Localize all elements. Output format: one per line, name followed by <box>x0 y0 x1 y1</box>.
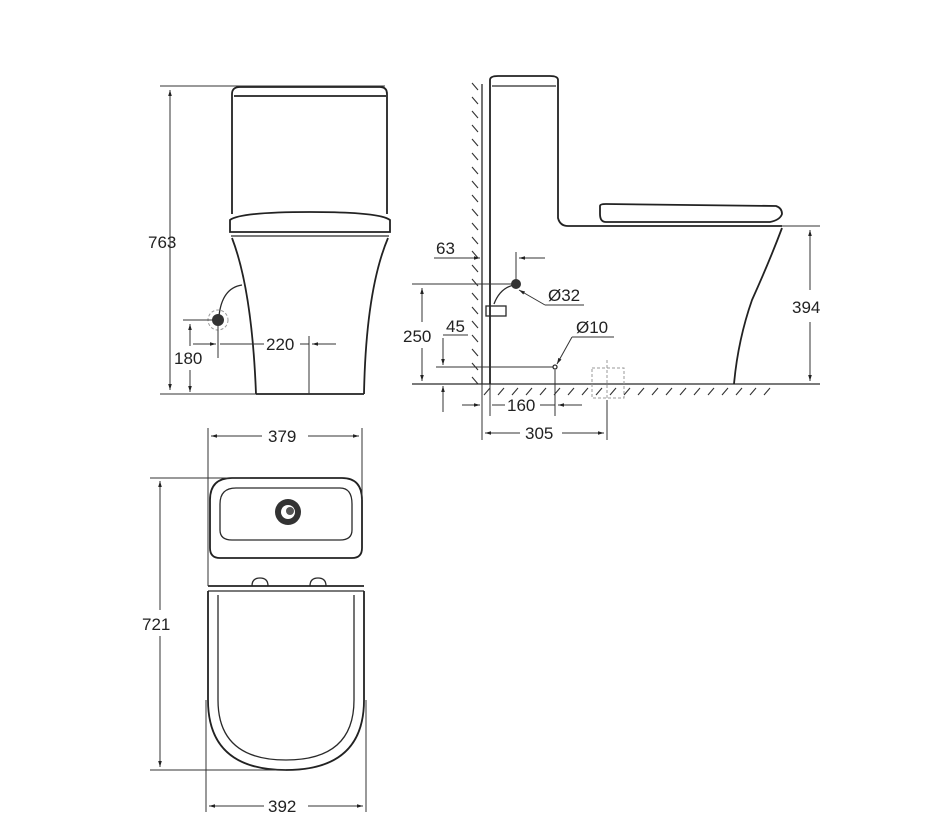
dim-inlet-offset: 220 <box>266 335 294 354</box>
dim-inlet-diameter: Ø32 <box>548 286 580 305</box>
dim-seat-height: 394 <box>792 298 820 317</box>
hinge-right <box>309 577 327 587</box>
side-view: 63 Ø32 250 45 Ø10 160 305 <box>403 75 820 443</box>
front-view: 763 180 220 <box>148 85 391 395</box>
front-tank <box>231 86 388 214</box>
dim-inlet-from-wall: 63 <box>436 239 455 258</box>
hinge-left <box>251 577 269 587</box>
small-inlet-point <box>552 364 558 370</box>
top-tank <box>209 477 363 559</box>
top-view: 379 721 392 <box>142 427 367 816</box>
side-bowl-curve <box>733 227 783 385</box>
dim-overall-height: 763 <box>148 233 176 252</box>
dim-overall-depth: 721 <box>142 615 170 634</box>
dim-tank-width: 379 <box>268 427 296 446</box>
dim-small-inlet-from-wall: 160 <box>507 396 535 415</box>
side-seat-lid <box>599 203 783 223</box>
dim-bowl-width: 392 <box>268 797 296 816</box>
drain-outline <box>591 367 625 399</box>
floor-hatch <box>483 387 771 396</box>
dim-valve-height: 250 <box>403 327 431 346</box>
front-pedestal <box>231 237 389 395</box>
dim-inlet-height: 180 <box>174 349 202 368</box>
side-supply-hose <box>493 284 515 305</box>
front-supply-hose <box>218 284 243 317</box>
top-seat-lid <box>217 595 355 761</box>
dim-rough-in: 305 <box>525 424 553 443</box>
side-tank <box>489 75 782 384</box>
front-valve <box>212 314 224 326</box>
top-bowl <box>207 591 365 771</box>
dim-small-inlet-height: 45 <box>446 317 465 336</box>
angle-valve <box>485 305 507 317</box>
wall-hatch <box>471 82 479 385</box>
front-seat <box>229 211 391 233</box>
dim-small-inlet-diameter: Ø10 <box>576 318 608 337</box>
